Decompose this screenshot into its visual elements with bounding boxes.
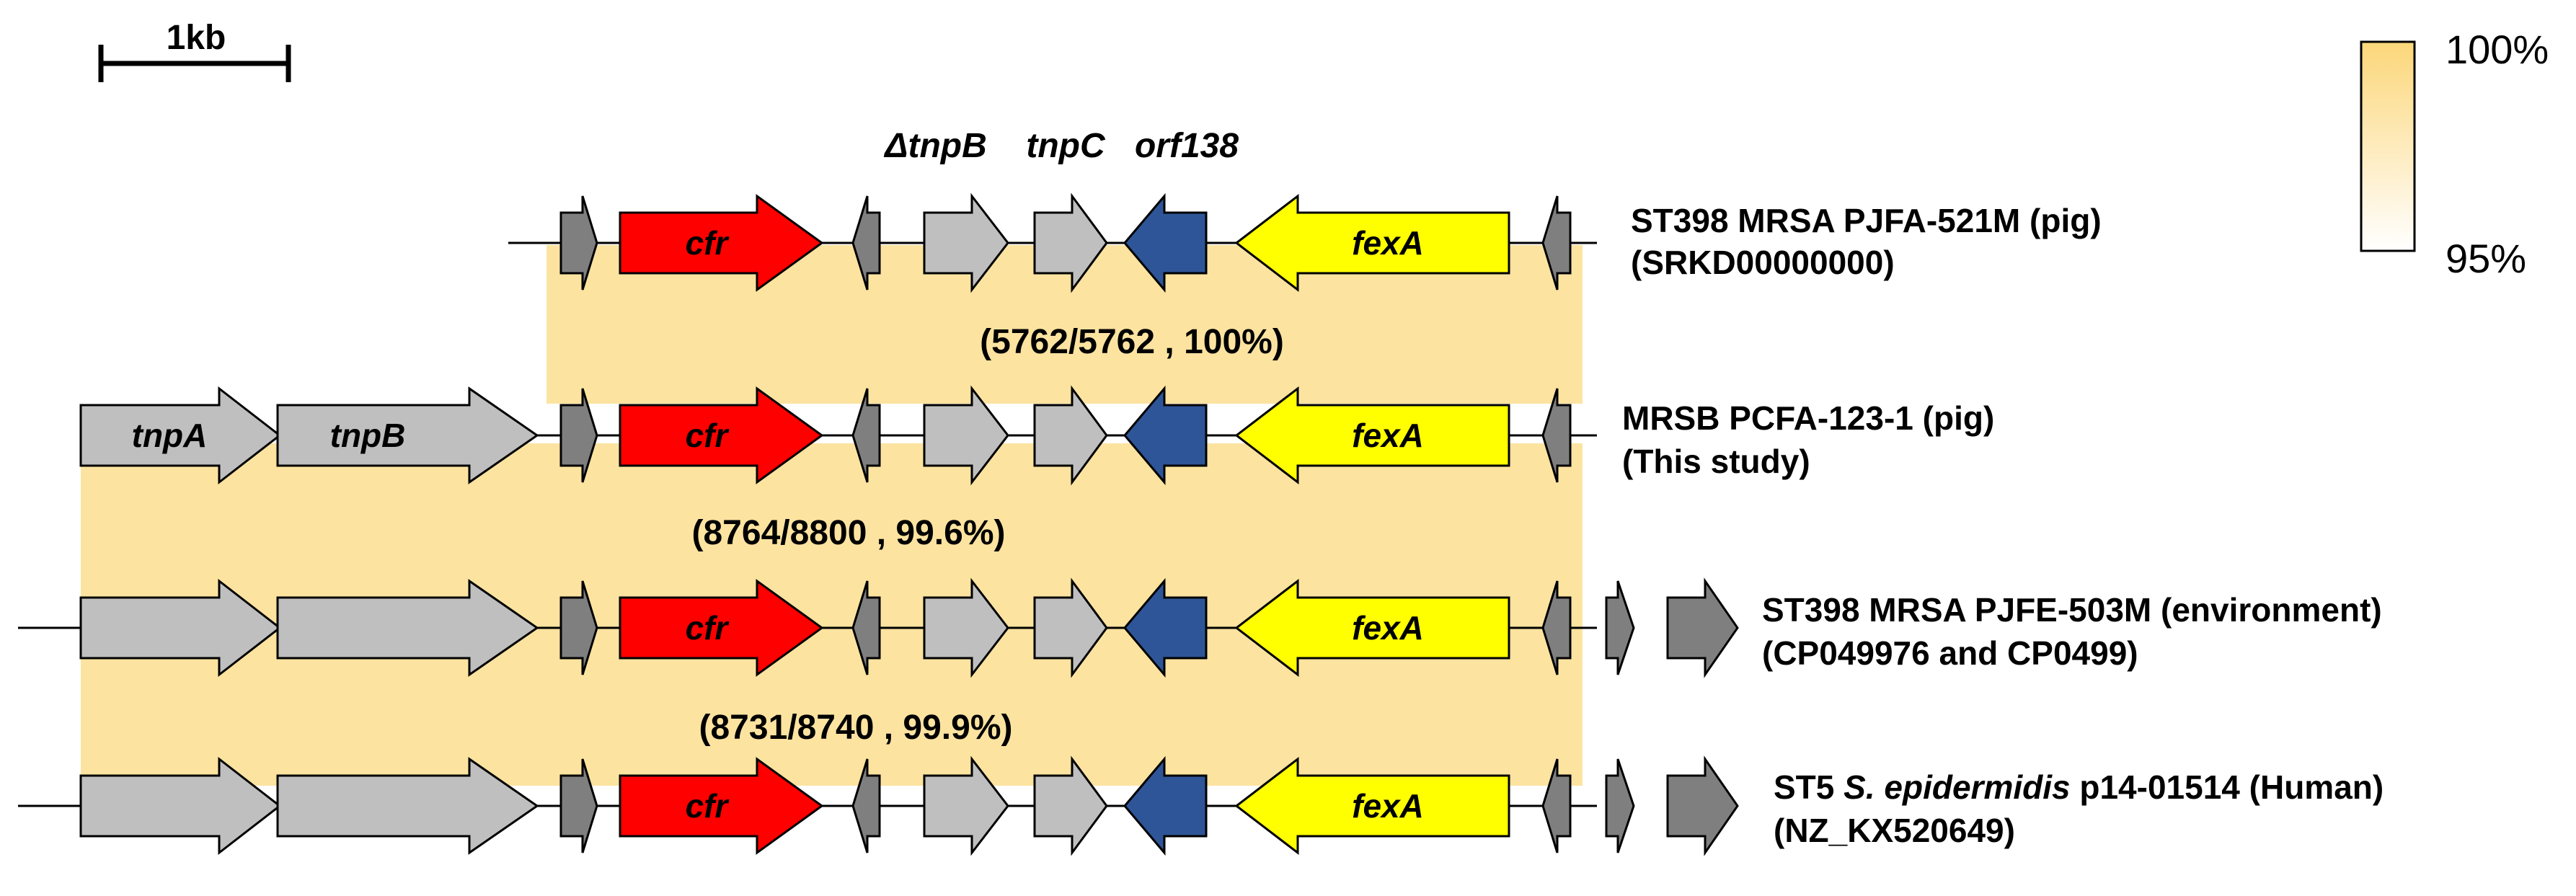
gene-tnpB [276,579,539,677]
gene-cfr-label: cfr [686,787,730,825]
gene-small-dark-3 [1541,580,1572,675]
gene-tnpA [79,386,282,485]
tracks: cfr fexA tnpA tnpB cfr fexA cfr fexA cfr fexA [18,192,1739,856]
gene-tnpC [1033,577,1108,678]
track-3-accession: (CP049976 and CP0499) [1762,634,2138,672]
gene-tnpC [1033,385,1108,486]
gene-tnpC [1033,755,1108,856]
gene-tnpA [79,578,282,678]
gene-fexA [1234,578,1510,678]
gene-fexA-label: fexA [1352,224,1424,262]
gene-tnpA [79,756,282,856]
track-2-name: MRSB PCFA-123-1 (pig) [1622,399,1994,437]
gene-label-delta-tnpB: ΔtnpB [883,127,987,165]
track-3-name: ST398 MRSA PJFE-503M (environment) [1762,591,2382,629]
scale-bar-label: 1kb [167,19,226,57]
gene-small-dark-4 [1605,758,1635,853]
gene-cfr-label: cfr [686,224,730,262]
track-1: cfr fexA [508,192,1597,293]
gene-delta-tnpB [923,385,1009,486]
gene-small-dark-3 [1541,388,1572,483]
gene-label-orf138: orf138 [1135,127,1239,165]
gene-fexA-label: fexA [1352,609,1424,647]
scale-bar: 1kb [98,19,291,82]
gene-cfr [619,194,824,292]
track-4-name-prefix: ST5 [1774,768,1844,806]
gene-cfr [619,757,824,855]
gene-fexA [1234,756,1510,856]
gene-fexA [1234,193,1510,293]
gene-small-dark-1 [559,580,598,675]
comparison-label-1: (5762/5762 , 100%) [980,323,1284,361]
track-3: cfr fexA [18,577,1739,678]
comparison-label-3: (8731/8740 , 99.9%) [699,709,1013,747]
gene-cfr-label: cfr [686,417,730,454]
gene-small-dark-4 [1605,580,1635,675]
gene-orf138 [1123,577,1208,678]
gene-orf138 [1123,192,1208,293]
gene-small-dark-1 [559,758,598,853]
gene-small-dark-2 [851,195,881,290]
track-4-name-species: S. epidermidis [1844,768,2070,806]
identity-gradient-bar [2360,40,2416,252]
gene-tnpC [1033,192,1108,293]
gene-cfr [619,386,824,484]
gene-fexA [1234,386,1510,485]
track-2-accession: (This study) [1622,443,1810,480]
gene-small-dark-5 [1666,577,1739,678]
gene-small-dark-1 [559,388,598,483]
track-names: ST398 MRSA PJFA-521M (pig) (SRKD00000000… [1622,202,2384,849]
gene-fexA-label: fexA [1352,787,1424,825]
gene-tnpB [276,757,539,855]
identity-legend: 100% 95% [2360,27,2549,281]
gene-delta-tnpB [923,577,1009,678]
gene-delta-tnpB [923,192,1009,293]
gene-small-dark-2 [851,388,881,483]
gene-label-tnpC: tnpC [1026,127,1106,165]
track-4-name-suffix: p14-01514 (Human) [2071,768,2384,806]
track-1-accession: (SRKD00000000) [1631,244,1895,281]
gene-tnpB [276,386,539,484]
gene-orf138 [1123,755,1208,856]
gene-small-dark-2 [851,758,881,853]
top-gene-labels: ΔtnpB tnpC orf138 [883,127,1239,165]
gene-cfr-label: cfr [686,609,730,647]
gene-small-dark-1 [559,195,598,290]
comparison-labels: (5762/5762 , 100%) (8764/8800 , 99.6%) (… [692,323,1284,747]
gene-orf138 [1123,385,1208,486]
legend-min-label: 95% [2446,236,2526,281]
gene-small-dark-2 [851,580,881,675]
gene-tnpA-label: tnpA [132,417,208,454]
track-4-accession: (NZ_KX520649) [1774,812,2015,849]
legend-max-label: 100% [2446,27,2549,72]
gene-tnpB-label: tnpB [330,417,406,454]
gene-cfr [619,579,824,677]
gene-small-dark-3 [1541,195,1572,290]
track-1-name: ST398 MRSA PJFA-521M (pig) [1631,202,2102,239]
gene-delta-tnpB [923,755,1009,856]
gene-small-dark-3 [1541,758,1572,853]
gene-small-dark-5 [1666,755,1739,856]
track-4-name: ST5 S. epidermidis p14-01514 (Human) [1774,768,2384,806]
gene-fexA-label: fexA [1352,417,1424,454]
track-2: tnpA tnpB cfr fexA [79,385,1597,486]
track-4: cfr fexA [18,755,1739,856]
comparison-label-2: (8764/8800 , 99.6%) [692,514,1006,552]
